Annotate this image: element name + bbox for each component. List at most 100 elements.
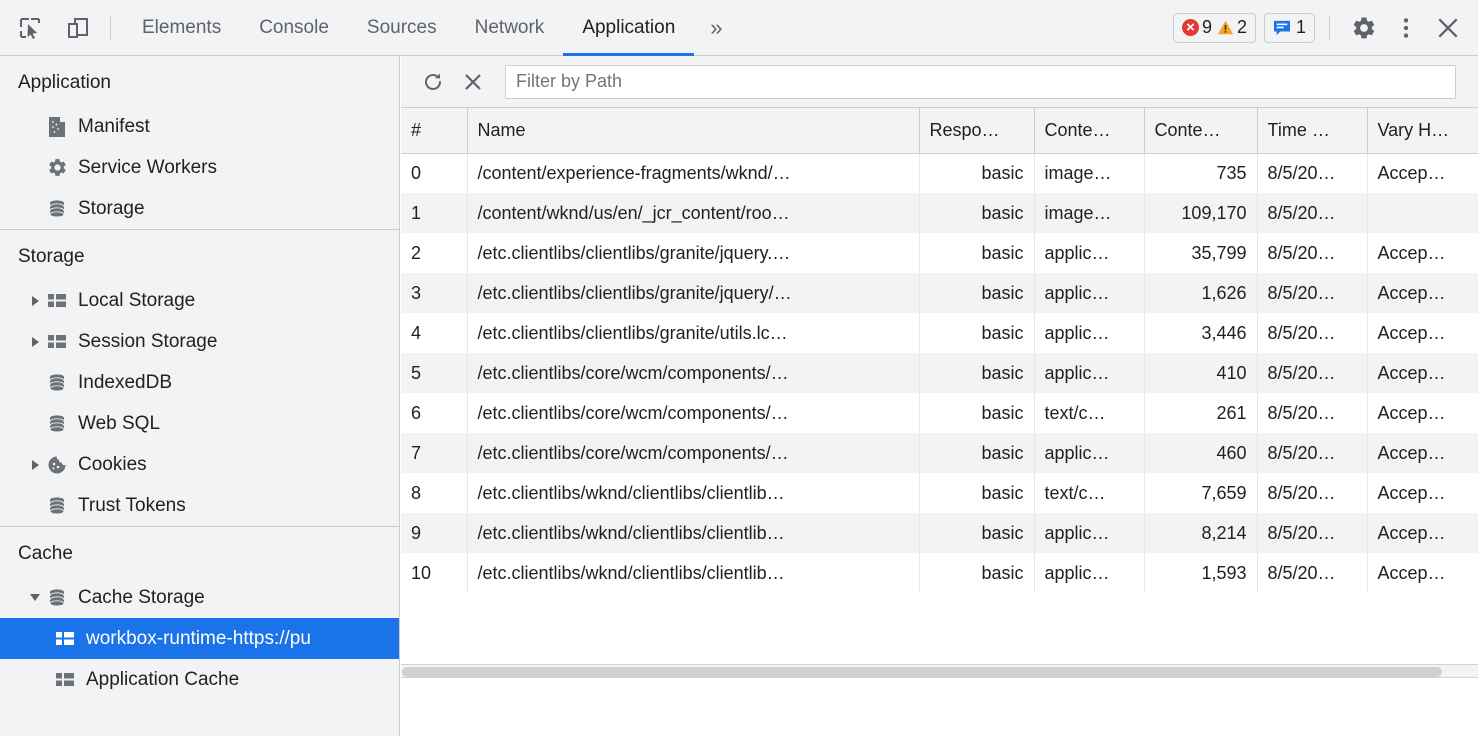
warning-count: 2 (1237, 17, 1247, 38)
warning-icon (1217, 19, 1234, 36)
cell-content-type: applic… (1034, 353, 1144, 393)
cell-index: 5 (401, 353, 467, 393)
tab-application[interactable]: Application (563, 0, 694, 56)
close-icon[interactable] (1428, 8, 1468, 48)
kebab-menu-icon[interactable] (1386, 8, 1426, 48)
column-header-index[interactable]: # (401, 108, 467, 153)
sidebar-section-application: Application Manifest Servic (0, 56, 399, 230)
application-sidebar[interactable]: Application Manifest Servic (0, 56, 400, 736)
sidebar-item-web-sql[interactable]: Web SQL (0, 403, 399, 444)
sidebar-item-local-storage[interactable]: Local Storage (0, 280, 399, 321)
table-body: 0/content/experience-fragments/wknd/…bas… (401, 153, 1478, 593)
toolbar-right-group: 9 2 1 (1173, 0, 1478, 56)
device-toolbar-icon[interactable] (58, 8, 98, 48)
table-row[interactable]: 8/etc.clientlibs/wknd/clientlibs/clientl… (401, 473, 1478, 513)
sidebar-item-label: Service Workers (78, 157, 217, 179)
horizontal-scrollbar-thumb[interactable] (402, 667, 1442, 677)
filter-by-path-input[interactable] (505, 65, 1456, 99)
cache-entries-table-wrapper[interactable]: # Name Respo… Conte… Conte… Time … Vary … (401, 108, 1478, 664)
cell-vary-header: Accep… (1367, 313, 1478, 353)
cell-name: /etc.clientlibs/wknd/clientlibs/clientli… (467, 513, 919, 553)
chevron-right-icon[interactable] (26, 337, 44, 347)
chevron-down-icon[interactable] (26, 594, 44, 601)
horizontal-scrollbar[interactable] (401, 664, 1478, 678)
sidebar-item-cookies[interactable]: Cookies (0, 444, 399, 485)
sidebar-item-indexeddb[interactable]: IndexedDB (0, 362, 399, 403)
column-header-vary-header[interactable]: Vary H… (1367, 108, 1478, 153)
table-row[interactable]: 1/content/wknd/us/en/_jcr_content/roo…ba… (401, 193, 1478, 233)
cell-time-cached: 8/5/20… (1257, 553, 1367, 593)
cell-content-length: 735 (1144, 153, 1257, 193)
sidebar-item-label: Session Storage (78, 331, 217, 353)
sidebar-item-cache-storage[interactable]: Cache Storage (0, 577, 399, 618)
cell-time-cached: 8/5/20… (1257, 393, 1367, 433)
cell-response-type: basic (919, 153, 1034, 193)
table-row[interactable]: 9/etc.clientlibs/wknd/clientlibs/clientl… (401, 513, 1478, 553)
tab-network[interactable]: Network (456, 0, 564, 56)
cookie-icon (46, 454, 68, 476)
message-counter[interactable]: 1 (1264, 13, 1315, 43)
table-row[interactable]: 4/etc.clientlibs/clientlibs/granite/util… (401, 313, 1478, 353)
table-row[interactable]: 7/etc.clientlibs/core/wcm/components/…ba… (401, 433, 1478, 473)
column-header-name[interactable]: Name (467, 108, 919, 153)
cell-vary-header: Accep… (1367, 393, 1478, 433)
column-header-time-cached[interactable]: Time … (1257, 108, 1367, 153)
table-grid-icon (46, 331, 68, 353)
chevron-right-icon[interactable] (26, 460, 44, 470)
sidebar-item-application-cache[interactable]: Application Cache (0, 659, 399, 700)
cell-time-cached: 8/5/20… (1257, 353, 1367, 393)
table-row[interactable]: 0/content/experience-fragments/wknd/…bas… (401, 153, 1478, 193)
error-counter[interactable]: 9 (1182, 17, 1212, 38)
cell-name: /etc.clientlibs/wknd/clientlibs/clientli… (467, 473, 919, 513)
more-tabs-icon[interactable]: » (694, 0, 738, 56)
sidebar-item-session-storage[interactable]: Session Storage (0, 321, 399, 362)
cell-response-type: basic (919, 313, 1034, 353)
table-header-row: # Name Respo… Conte… Conte… Time … Vary … (401, 108, 1478, 153)
table-row[interactable]: 2/etc.clientlibs/clientlibs/granite/jque… (401, 233, 1478, 273)
error-warning-counter[interactable]: 9 2 (1173, 13, 1256, 43)
warning-counter[interactable]: 2 (1217, 17, 1247, 38)
cache-entries-table: # Name Respo… Conte… Conte… Time … Vary … (401, 108, 1478, 593)
cell-content-type: applic… (1034, 433, 1144, 473)
column-header-content-type[interactable]: Conte… (1034, 108, 1144, 153)
sidebar-section-storage: Storage Local Storage (0, 230, 399, 527)
tab-elements[interactable]: Elements (123, 0, 240, 56)
sidebar-item-label: workbox-runtime-https://pu (86, 628, 311, 650)
cell-response-type: basic (919, 513, 1034, 553)
cell-vary-header: Accep… (1367, 233, 1478, 273)
column-header-content-length[interactable]: Conte… (1144, 108, 1257, 153)
cell-index: 9 (401, 513, 467, 553)
table-row[interactable]: 3/etc.clientlibs/clientlibs/granite/jque… (401, 273, 1478, 313)
table-row[interactable]: 5/etc.clientlibs/core/wcm/components/…ba… (401, 353, 1478, 393)
cell-content-type: applic… (1034, 313, 1144, 353)
table-row[interactable]: 10/etc.clientlibs/wknd/clientlibs/client… (401, 553, 1478, 593)
sidebar-item-trust-tokens[interactable]: Trust Tokens (0, 485, 399, 526)
error-count: 9 (1202, 17, 1212, 38)
sidebar-item-workbox-runtime-cache[interactable]: workbox-runtime-https://pu (0, 618, 399, 659)
chevron-right-icon[interactable] (26, 296, 44, 306)
database-icon (46, 372, 68, 394)
sidebar-section-cache: Cache Cache Storage (0, 527, 399, 700)
cell-vary-header: Accep… (1367, 473, 1478, 513)
tab-sources[interactable]: Sources (348, 0, 456, 56)
gear-icon[interactable] (1344, 8, 1384, 48)
tab-console[interactable]: Console (240, 0, 348, 56)
cell-vary-header (1367, 193, 1478, 233)
cell-content-length: 261 (1144, 393, 1257, 433)
database-icon (46, 198, 68, 220)
table-row[interactable]: 6/etc.clientlibs/core/wcm/components/…ba… (401, 393, 1478, 433)
cell-time-cached: 8/5/20… (1257, 313, 1367, 353)
sidebar-item-service-workers[interactable]: Service Workers (0, 147, 399, 188)
sidebar-item-manifest[interactable]: Manifest (0, 106, 399, 147)
cell-time-cached: 8/5/20… (1257, 193, 1367, 233)
cell-time-cached: 8/5/20… (1257, 153, 1367, 193)
cell-index: 4 (401, 313, 467, 353)
refresh-icon[interactable] (413, 62, 453, 102)
database-icon (46, 587, 68, 609)
table-grid-icon (46, 290, 68, 312)
cell-response-type: basic (919, 353, 1034, 393)
clear-entries-icon[interactable] (453, 62, 493, 102)
column-header-response-type[interactable]: Respo… (919, 108, 1034, 153)
sidebar-item-storage[interactable]: Storage (0, 188, 399, 229)
inspect-element-icon[interactable] (10, 8, 50, 48)
